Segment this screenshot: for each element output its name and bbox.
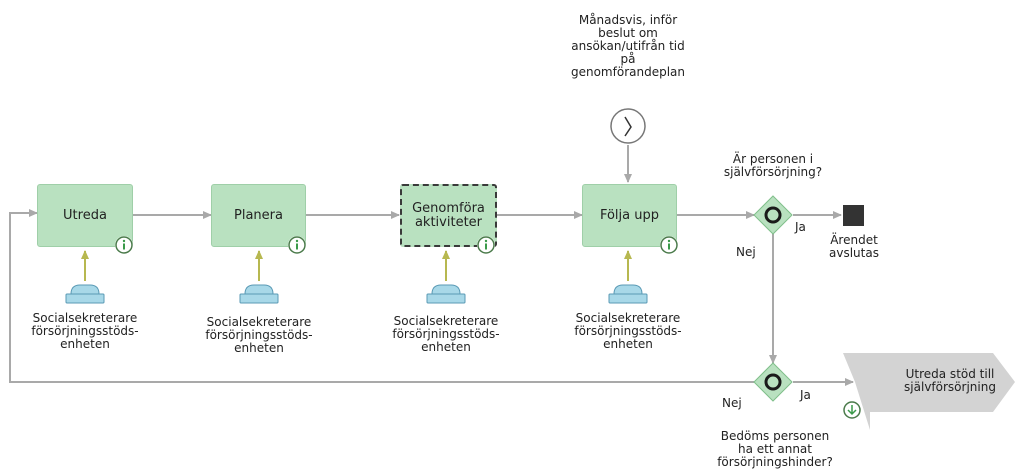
role-label: Socialsekreterare försörjningsstöds- enh… xyxy=(205,315,313,355)
role-icon xyxy=(239,284,279,304)
gateway-yes-label: Ja xyxy=(795,220,806,234)
gateway-other-obstacle[interactable] xyxy=(753,362,793,402)
end-event-label: Ärendet avslutas xyxy=(829,233,879,260)
next-process[interactable]: Utreda stöd till självförsörjning xyxy=(843,353,1015,412)
info-icon[interactable] xyxy=(660,236,678,254)
activity-label: Följa upp xyxy=(599,207,660,223)
role-icon xyxy=(65,284,105,304)
gateway-no-label: Nej xyxy=(736,245,756,259)
activity-folja-upp[interactable]: Följa upp xyxy=(582,184,677,247)
info-icon[interactable] xyxy=(288,236,306,254)
info-icon[interactable] xyxy=(115,236,133,254)
activity-utreda[interactable]: Utreda xyxy=(37,184,133,247)
role-associations xyxy=(81,250,632,281)
clock-icon xyxy=(624,116,632,137)
role-icons xyxy=(65,284,648,304)
next-process-label: Utreda stöd till självförsörjning xyxy=(904,367,996,394)
role-label: Socialsekreterare försörjningsstöds- enh… xyxy=(392,314,500,354)
timer-label: Månadsvis, inför beslut om ansökan/utifr… xyxy=(570,13,685,79)
gateway-self-sufficiency[interactable] xyxy=(753,195,793,235)
next-process-shape[interactable] xyxy=(843,353,1015,430)
gateway-question: Är personen i självförsörjning? xyxy=(723,152,823,179)
activity-label: Planera xyxy=(234,207,283,223)
role-label: Socialsekreterare försörjningsstöds- enh… xyxy=(574,311,682,351)
activity-planera[interactable]: Planera xyxy=(211,184,306,247)
role-label: Socialsekreterare försörjningsstöds- enh… xyxy=(31,311,139,351)
info-icon[interactable] xyxy=(477,236,495,254)
activity-label: Utreda xyxy=(63,207,107,223)
gateway-no-label: Nej xyxy=(722,396,742,410)
timer-event[interactable] xyxy=(610,108,646,144)
down-arrow-icon xyxy=(843,401,861,419)
role-icon xyxy=(426,284,466,304)
activity-label: Genomföra aktiviteter xyxy=(412,200,485,230)
end-event[interactable] xyxy=(843,205,864,226)
flow-gateway2-loop xyxy=(9,209,754,383)
gateway-question: Bedöms personen ha ett annat försörjning… xyxy=(717,429,833,469)
gateway-yes-label: Ja xyxy=(800,388,811,402)
sequence-flows xyxy=(9,145,854,386)
role-icon xyxy=(608,284,648,304)
activity-genomfora[interactable]: Genomföra aktiviteter xyxy=(400,184,497,247)
